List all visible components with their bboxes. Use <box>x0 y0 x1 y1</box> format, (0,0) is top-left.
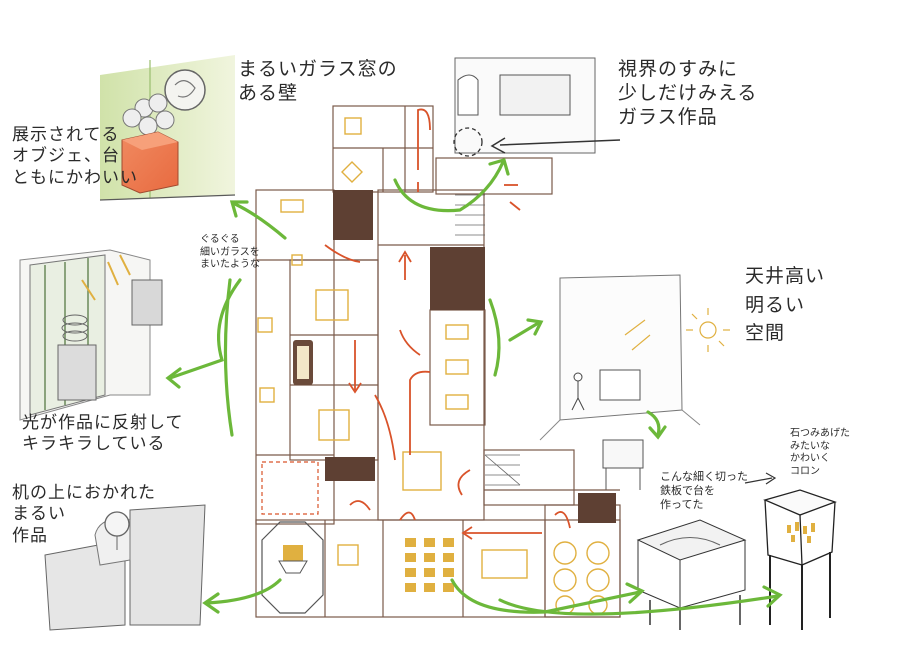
orange-pedestal <box>121 131 179 194</box>
bright-room-sketch <box>539 274 730 441</box>
stone-stack-sketch <box>744 472 837 630</box>
desk-vignette <box>44 504 206 631</box>
annotation-stone-colon: 石つみあげた みたいな かわいく コロン <box>790 428 850 477</box>
annotation-iron-stand: こんな細く切った 鉄板で台を 作ってた <box>660 470 748 511</box>
annotation-round-window-wall: まるいガラス窓の ある壁 <box>238 58 398 104</box>
long-display-case <box>293 340 313 385</box>
floor-plan <box>255 105 621 618</box>
person-figure <box>571 372 585 411</box>
glass-corner-sketch <box>453 57 621 157</box>
annotation-round-on-desk: 机の上におかれた まるい 作品 <box>12 483 156 546</box>
round-glass-on-desk <box>104 511 130 550</box>
glass-tile-grid <box>405 538 454 592</box>
iron-stand-sketch <box>602 439 747 630</box>
view-arrows <box>165 158 783 616</box>
annotation-glass-corner: 視界のすみに 少しだけみえる ガラス作品 <box>618 58 758 128</box>
round-glass-window <box>164 69 206 111</box>
display-object-flower <box>122 93 175 136</box>
green-wall-vignette <box>99 55 236 201</box>
annotation-display-object: 展示されてる オブジェ、台 ともにかわいい <box>12 125 138 188</box>
visitor-flow-arrows <box>324 108 571 540</box>
annotation-light-reflect: 光が作品に反射して キラキラしている <box>22 413 184 455</box>
annotation-high-ceiling: 天井高い 明るい 空間 <box>745 265 826 344</box>
octagon-piece <box>278 545 308 574</box>
window-vignette <box>19 249 163 421</box>
structural-pillars <box>325 190 616 523</box>
exhibit-pieces <box>257 117 610 615</box>
coil-glass-sculpture <box>61 314 89 342</box>
sun-icon <box>686 308 730 352</box>
annotation-coil-glass: ぐるぐる 細いガラスを まいたような <box>200 234 260 270</box>
